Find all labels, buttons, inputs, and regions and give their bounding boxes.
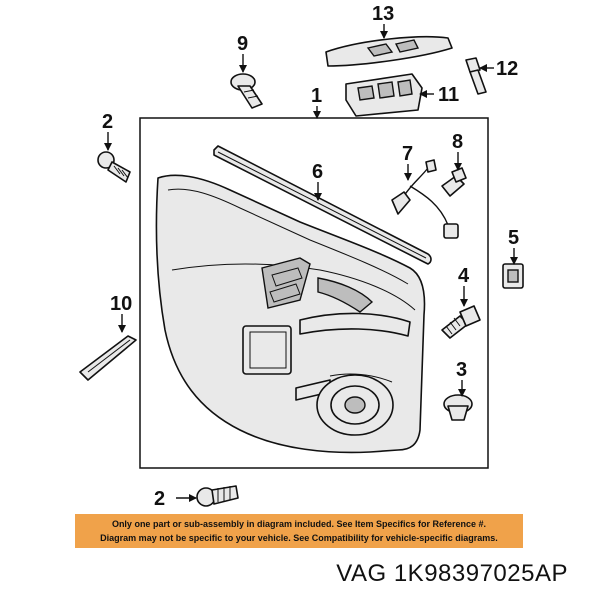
window-switch bbox=[345, 73, 423, 117]
callout-2-lower: 2 bbox=[154, 488, 165, 510]
mounting-screw bbox=[441, 305, 481, 339]
belt-weatherstrip bbox=[213, 145, 432, 265]
callout-10: 10 bbox=[110, 293, 132, 315]
disclaimer-banner: Only one part or sub-assembly in diagram… bbox=[75, 514, 523, 548]
callout-4: 4 bbox=[458, 265, 470, 287]
leader-lines bbox=[104, 24, 518, 502]
retainer-clip bbox=[441, 167, 467, 197]
callout-5: 5 bbox=[508, 227, 519, 249]
trim-clip-bolt bbox=[230, 73, 263, 109]
push-clip bbox=[443, 394, 473, 421]
disclaimer-line-2: Diagram may not be specific to your vehi… bbox=[100, 533, 498, 543]
part-number-label: VAG 1K98397025AP bbox=[336, 560, 568, 587]
callout-6: 6 bbox=[312, 161, 323, 183]
trim-strip bbox=[79, 335, 137, 381]
tapping-screw-lower bbox=[196, 485, 239, 507]
bezel-screw bbox=[465, 57, 487, 95]
callout-11: 11 bbox=[438, 84, 459, 106]
door-trim-panel bbox=[155, 174, 426, 454]
clip-nut bbox=[502, 263, 524, 289]
callout-7: 7 bbox=[402, 143, 413, 165]
callout-13: 13 bbox=[372, 3, 394, 25]
callout-3: 3 bbox=[456, 359, 467, 381]
callout-1: 1 bbox=[311, 85, 322, 107]
wiring-harness bbox=[391, 159, 459, 239]
switch-bezel bbox=[325, 36, 453, 67]
tapping-screw-upper bbox=[97, 151, 131, 183]
callout-2-upper: 2 bbox=[102, 111, 113, 133]
callout-12: 12 bbox=[496, 58, 518, 80]
callout-8: 8 bbox=[452, 131, 463, 153]
disclaimer-line-1: Only one part or sub-assembly in diagram… bbox=[111, 519, 487, 529]
callout-9: 9 bbox=[237, 33, 248, 55]
